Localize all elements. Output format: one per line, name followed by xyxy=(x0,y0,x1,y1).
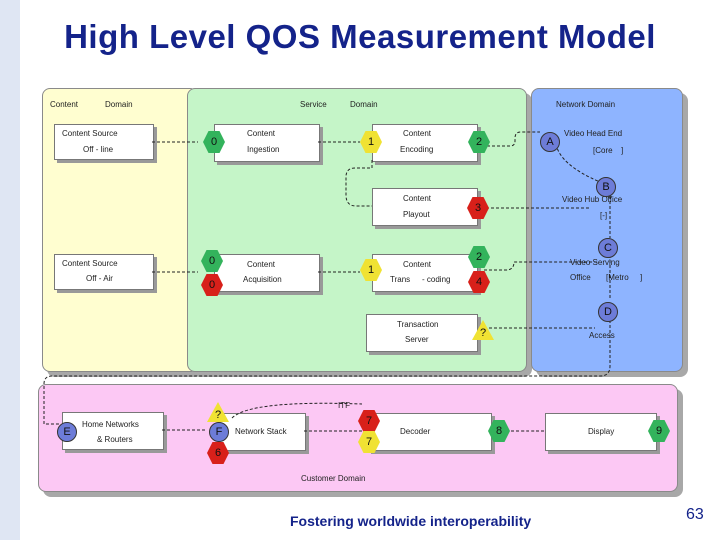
node-e-home-network: E xyxy=(57,422,77,442)
ingestion-label-a: Content xyxy=(247,129,276,138)
marker-0-ingestion: 0 xyxy=(203,131,225,153)
node-b-hub-office: B xyxy=(596,177,616,197)
home-networks-label-a: Home Networks xyxy=(82,420,139,429)
marker-0-acquisition-bottom: 0 xyxy=(201,274,223,296)
marker-7-itf-top: 7 xyxy=(358,410,380,432)
content-source-offline-box xyxy=(54,124,154,160)
home-networks-box xyxy=(62,412,164,450)
transcoding-label-b: Trans xyxy=(390,275,411,284)
marker-2-transcoding: 2 xyxy=(468,246,490,268)
marker-8-decoder: 8 xyxy=(488,420,510,442)
ingestion-label-b: Ingestion xyxy=(247,145,280,154)
marker-3-playout: 3 xyxy=(467,197,489,219)
transaction-label-b: Server xyxy=(405,335,429,344)
slide-footer: Fostering worldwide interoperability xyxy=(290,513,532,529)
marker-0-acquisition-top: 0 xyxy=(201,250,223,272)
access-label: Access xyxy=(589,331,615,340)
content-acquisition-box xyxy=(214,254,320,292)
transcoding-label-a: Content xyxy=(403,260,432,269)
head-end-label-b: [Core xyxy=(593,146,613,155)
decoder-label: Decoder xyxy=(400,427,431,436)
serving-label-d: ] xyxy=(640,273,643,282)
node-f-network-stack: F xyxy=(209,422,229,442)
content-source-offair-sub: Off - Air xyxy=(86,274,113,283)
content-playout-box xyxy=(372,188,478,226)
node-b-text: B xyxy=(602,181,610,193)
marker-2-encoding-out-text: 2 xyxy=(475,136,483,148)
playout-label-b: Playout xyxy=(403,210,430,219)
marker-6-customer-text: 6 xyxy=(214,447,222,459)
node-a-head-end: A xyxy=(540,132,560,152)
acquisition-label-a: Content xyxy=(247,260,276,269)
page-number: 63 xyxy=(686,506,704,523)
node-f-text: F xyxy=(215,426,223,438)
customer-domain-label: Customer Domain xyxy=(301,474,366,483)
service-domain-label-b: Domain xyxy=(350,100,378,109)
marker-4-transcoding: 4 xyxy=(468,271,490,293)
marker-7-itf-bottom-text: 7 xyxy=(365,436,373,448)
marker-1-encoding: 1 xyxy=(360,131,382,153)
content-source-offair-box xyxy=(54,254,154,290)
serving-label-a: Video Serving xyxy=(570,258,620,267)
node-c-text: C xyxy=(604,242,612,254)
serving-label-b: Office xyxy=(570,273,591,282)
marker-8-decoder-text: 8 xyxy=(495,425,503,437)
transaction-label-a: Transaction xyxy=(397,320,439,329)
encoding-label-b: Encoding xyxy=(400,145,434,154)
slide-title: High Level QOS Measurement Model xyxy=(64,18,656,55)
hub-label-a: Video Hub Office xyxy=(562,195,623,204)
marker-1-encoding-text: 1 xyxy=(367,136,375,148)
marker-0-acquisition-top-text: 0 xyxy=(208,255,216,267)
marker-2-transcoding-text: 2 xyxy=(475,251,483,263)
content-source-offline-title: Content Source xyxy=(62,129,118,138)
marker-7-itf-bottom: 7 xyxy=(358,431,380,453)
marker-1-transcoding-text: 1 xyxy=(367,264,375,276)
marker-1-transcoding: 1 xyxy=(360,259,382,281)
node-a-text: A xyxy=(546,136,554,148)
marker-6-customer: 6 xyxy=(207,442,229,464)
node-c-serving-office: C xyxy=(598,238,618,258)
itf-label: ITF xyxy=(338,401,350,410)
network-stack-label: Network Stack xyxy=(235,427,287,436)
display-label: Display xyxy=(588,427,615,436)
content-source-offline-sub: Off - line xyxy=(83,145,114,154)
content-encoding-box xyxy=(372,124,478,162)
marker-4-transcoding-text: 4 xyxy=(475,276,483,288)
hub-label-b: [-] xyxy=(600,211,608,220)
marker-2-encoding-out: 2 xyxy=(468,131,490,153)
content-domain-label-b: Domain xyxy=(105,100,133,109)
marker-3-playout-text: 3 xyxy=(474,202,482,214)
acquisition-label-b: Acquisition xyxy=(243,275,282,284)
service-domain-label-a: Service xyxy=(300,100,327,109)
head-end-label-a: Video Head End xyxy=(564,129,623,138)
node-d-text: D xyxy=(604,306,612,318)
marker-9-display: 9 xyxy=(648,420,670,442)
left-accent-stripe xyxy=(0,0,20,540)
serving-label-c: [Metro xyxy=(606,273,629,282)
content-source-offair-title: Content Source xyxy=(62,259,118,268)
marker-0-ingestion-text: 0 xyxy=(210,136,218,148)
node-e-text: E xyxy=(63,426,71,438)
marker-question-transaction-text: ? xyxy=(479,327,487,339)
node-d-access: D xyxy=(598,302,618,322)
content-domain-label-a: Content xyxy=(50,100,79,109)
home-networks-label-b: & Routers xyxy=(97,435,133,444)
head-end-label-c: ] xyxy=(621,146,624,155)
playout-label-a: Content xyxy=(403,194,432,203)
network-domain-label: Network Domain xyxy=(556,100,616,109)
marker-0-acquisition-bottom-text: 0 xyxy=(208,279,216,291)
marker-question-customer-text: ? xyxy=(214,409,222,421)
marker-7-itf-top-text: 7 xyxy=(365,415,373,427)
encoding-label-a: Content xyxy=(403,129,432,138)
marker-9-display-text: 9 xyxy=(655,425,663,437)
transcoding-label-c: - coding xyxy=(422,275,451,284)
